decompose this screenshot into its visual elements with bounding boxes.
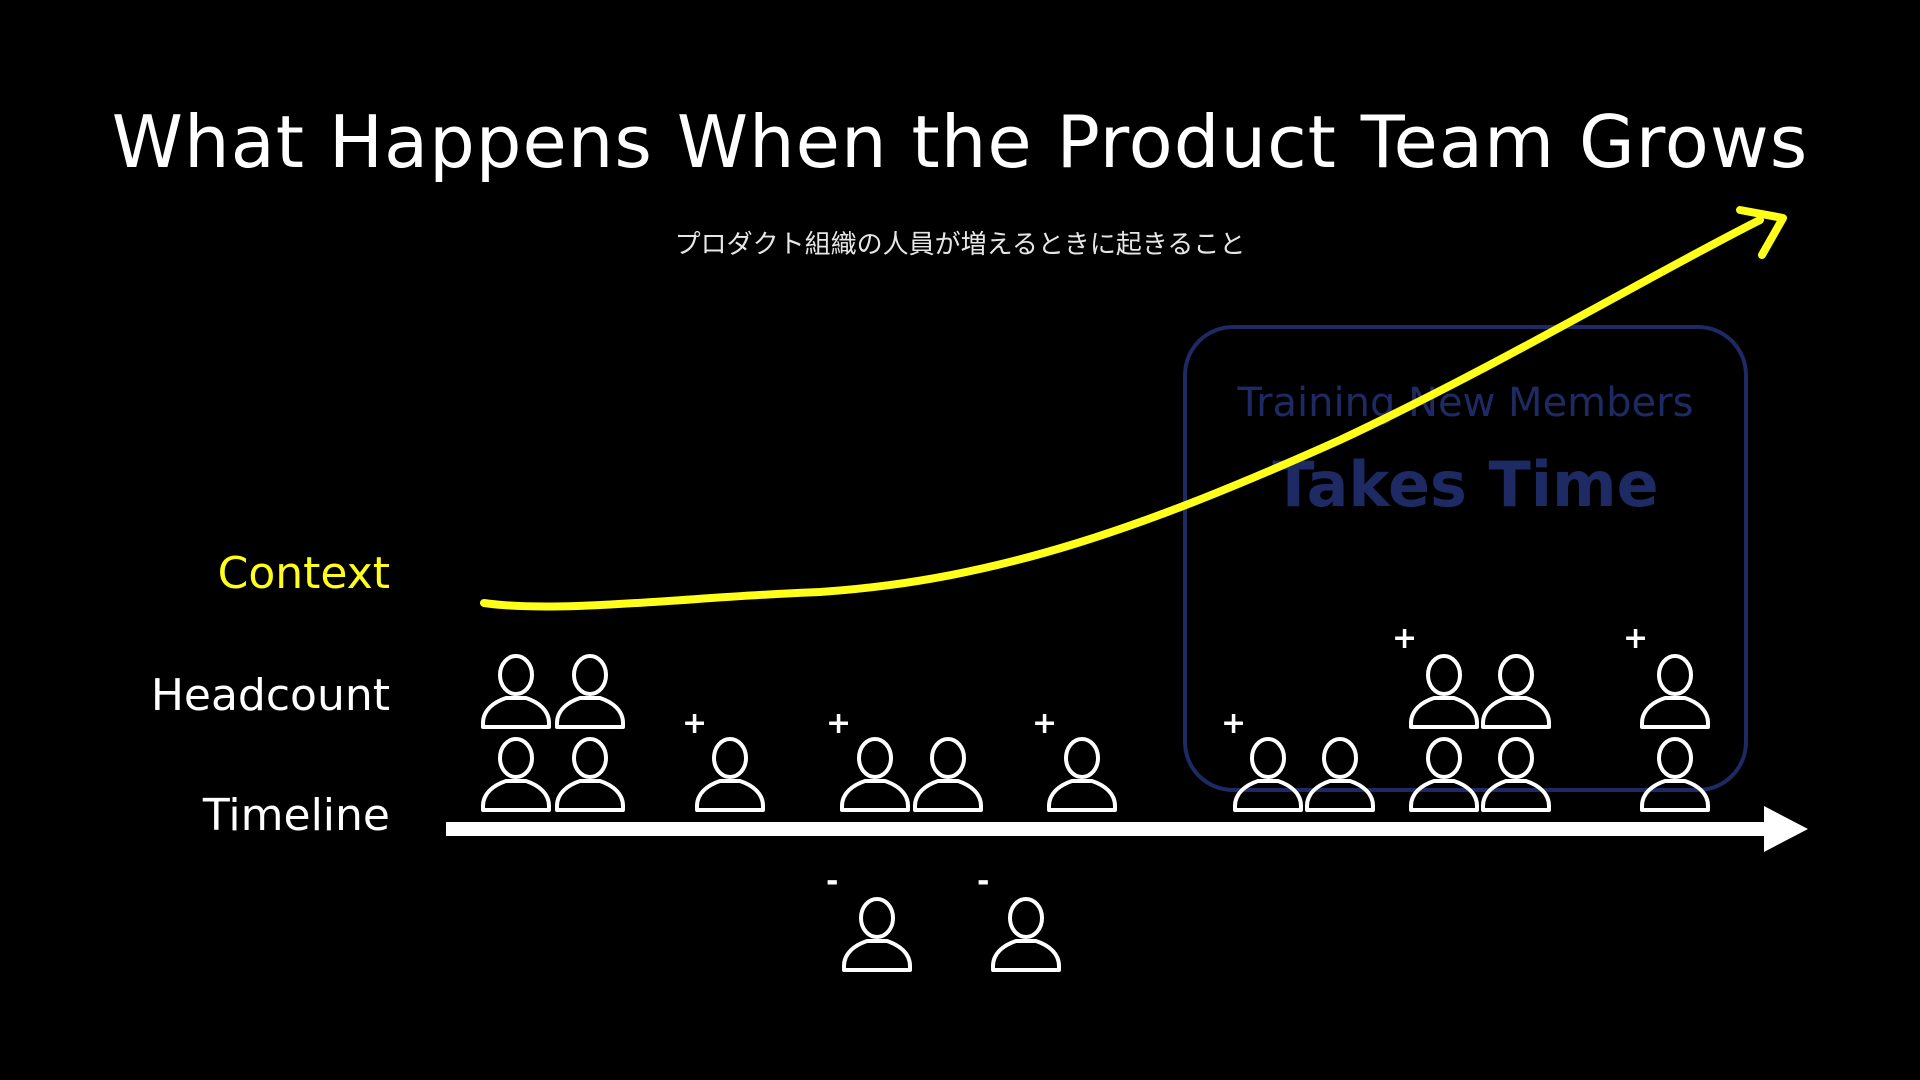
person-icon — [840, 737, 910, 812]
training-box-emphasis: Takes Time — [1272, 448, 1659, 521]
plus-sign: + — [1623, 621, 1649, 656]
training-box — [1183, 325, 1748, 792]
timeline-arrow-icon — [446, 806, 1808, 852]
person-icon — [1305, 737, 1375, 812]
person-icon — [1640, 654, 1710, 729]
person-icon — [1409, 737, 1479, 812]
minus-sign: - — [977, 864, 990, 899]
headcount-people — [481, 654, 1710, 972]
slide-subtitle: プロダクト組織の人員が増えるときに起きること — [674, 230, 1246, 260]
context-label: Context — [217, 548, 390, 599]
person-icon — [842, 897, 912, 972]
person-icon — [1047, 737, 1117, 812]
person-icon — [1481, 737, 1551, 812]
person-icon — [913, 737, 983, 812]
slide-title: What Happens When the Product Team Grows — [111, 100, 1809, 184]
minus-sign: - — [826, 864, 839, 899]
person-icon — [555, 737, 625, 812]
plus-sign: + — [826, 706, 852, 741]
plus-sign: + — [682, 706, 708, 741]
plus-sign: + — [1221, 706, 1247, 741]
headcount-label: Headcount — [150, 670, 390, 721]
person-icon — [555, 654, 625, 729]
person-icon — [1233, 737, 1303, 812]
context-curve-arrow-icon — [480, 206, 1787, 611]
timeline-label: Timeline — [202, 790, 390, 841]
person-icon — [695, 737, 765, 812]
person-icon — [481, 654, 551, 729]
person-icon — [1409, 654, 1479, 729]
person-icon — [1481, 654, 1551, 729]
plus-sign: + — [1032, 706, 1058, 741]
plus-sign: + — [1392, 621, 1418, 656]
person-icon — [1640, 737, 1710, 812]
training-box-caption: Training New Members — [1237, 380, 1694, 426]
person-icon — [991, 897, 1061, 972]
person-icon — [481, 737, 551, 812]
